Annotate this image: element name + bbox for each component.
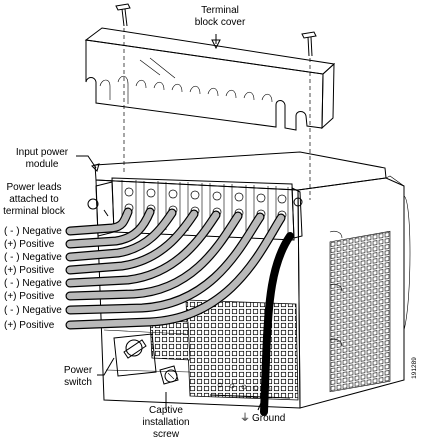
power-leads	[65, 207, 286, 330]
power-switch-label-2: switch	[64, 377, 92, 388]
terminal-block-cover	[84, 27, 336, 131]
input-power-module-label: Input power	[16, 147, 69, 158]
lead-label: ( - ) Negative	[4, 305, 62, 316]
power-switch[interactable]	[113, 333, 157, 377]
terminal-block-cover-label-2: block cover	[195, 17, 246, 28]
lead-label: ( - ) Negative	[4, 226, 62, 237]
captive-installation-screw[interactable]	[159, 365, 179, 385]
lead-label: (+) Positive	[4, 291, 55, 302]
leader-lines	[76, 34, 265, 411]
alignment-lines	[123, 28, 311, 200]
power-leads-label-2: attached to	[9, 194, 59, 205]
power-leads-label-3: terminal block	[3, 206, 66, 217]
lead-label: ( - ) Negative	[4, 252, 62, 263]
terminal-block-cover-label: Terminal	[201, 5, 239, 16]
ground-wire	[260, 232, 294, 416]
lead-label: ( - ) Negative	[4, 278, 62, 289]
chassis	[94, 151, 411, 409]
lead-label: (+) Positive	[4, 265, 55, 276]
captive-screw-label-3: screw	[153, 429, 180, 440]
power-switch-label: Power	[64, 365, 93, 376]
captive-screw-label-2: installation	[142, 417, 189, 428]
cover-screw-right	[301, 31, 317, 57]
lead-label: (+) Positive	[4, 320, 55, 331]
lead-label: (+) Positive	[4, 239, 55, 250]
ground-symbol-icon: ⏚	[240, 412, 250, 424]
power-leads-label: Power leads	[6, 182, 61, 193]
captive-screw-label: Captive	[149, 405, 183, 416]
cover-screw-left	[115, 3, 131, 27]
figure-id: 191289	[411, 357, 418, 379]
input-power-module-label-2: module	[26, 159, 59, 170]
ground-label: Ground	[252, 413, 285, 424]
